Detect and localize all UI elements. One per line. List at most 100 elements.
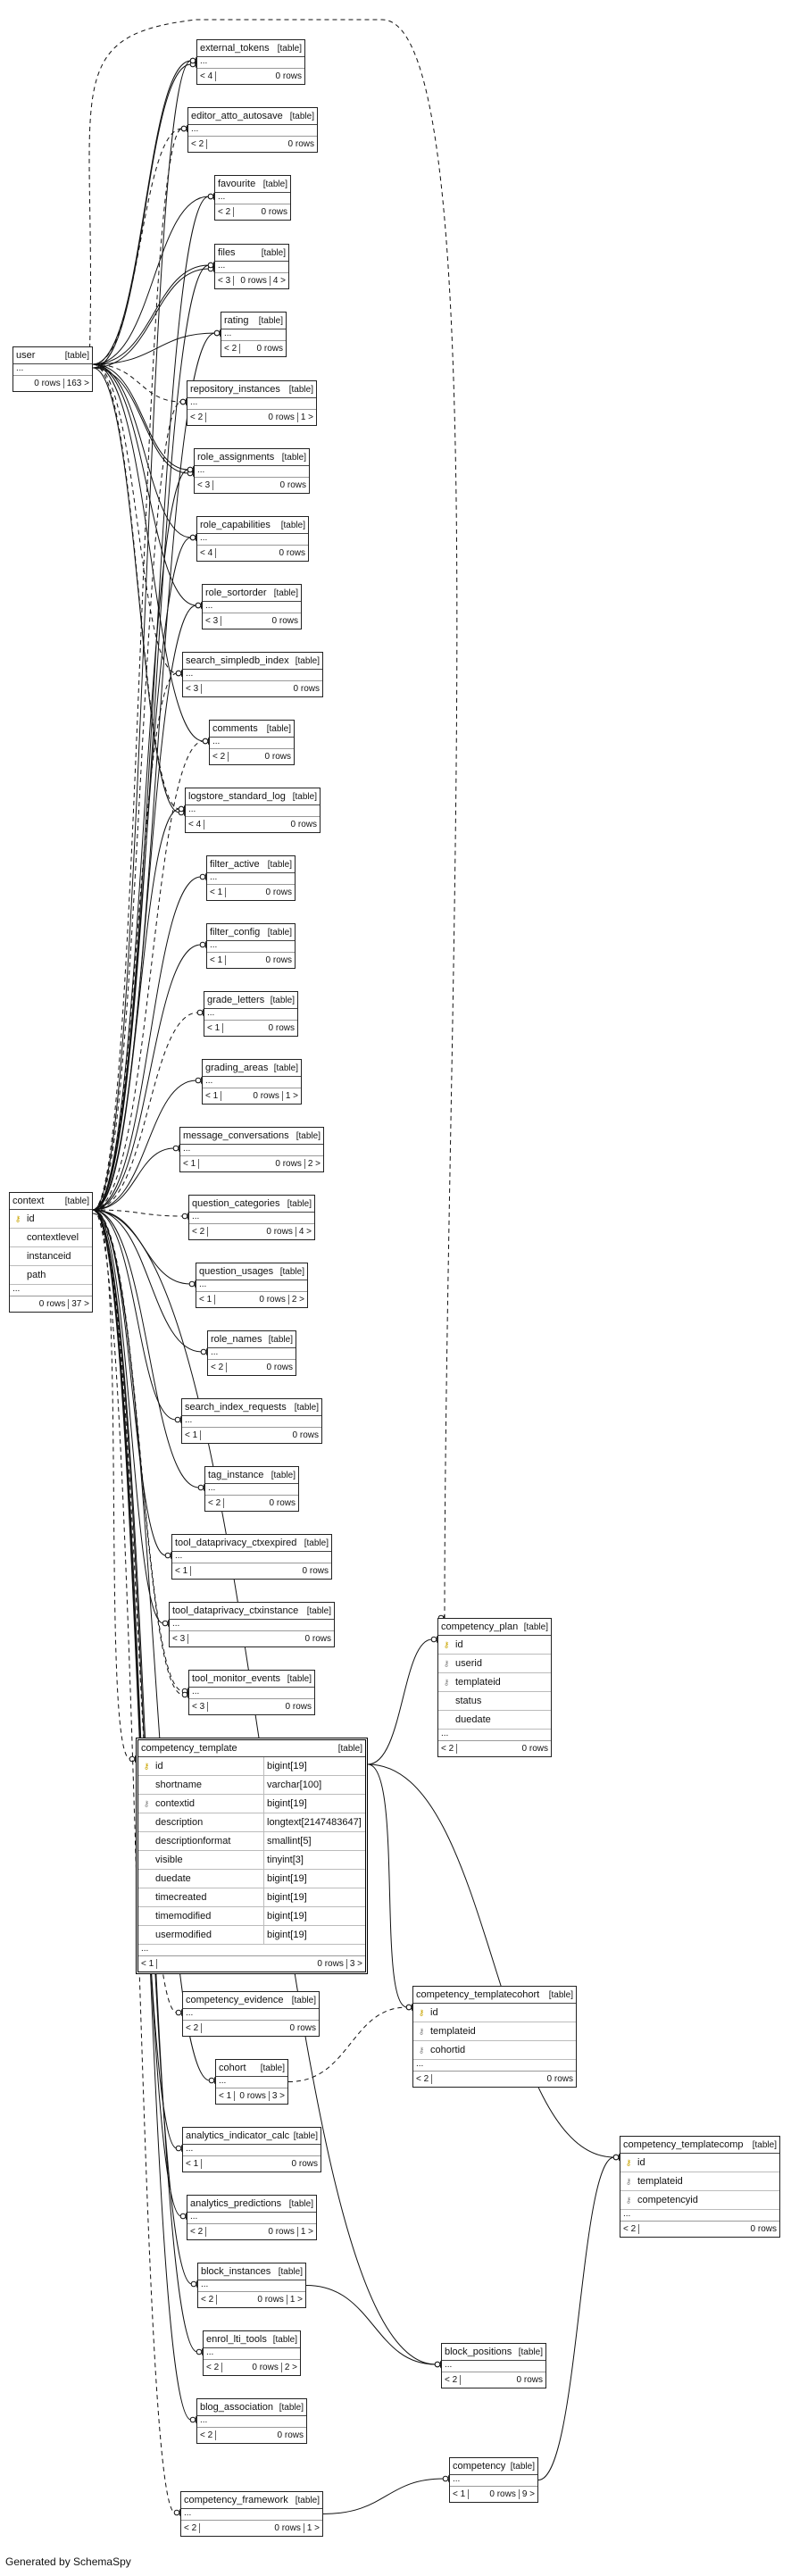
row-count: 0 rows [234, 276, 271, 286]
ellipsis-row: ... [204, 2348, 300, 2360]
table-header: cohort[table] [216, 2060, 287, 2077]
column-row: contextlevel [10, 1229, 92, 1247]
table-competency-plan[interactable]: competency_plan[table]⚷id⚷userid⚷templat… [437, 1618, 552, 1757]
table-kind: [table] [271, 1470, 296, 1480]
table-name: editor_atto_autosave [191, 111, 283, 121]
table-tool-dataprivacy-ctxexpired[interactable]: tool_dataprivacy_ctxexpired[table]...< 1… [171, 1534, 332, 1580]
table-kind: [table] [291, 1995, 316, 2005]
children-count: 1 > [300, 413, 313, 422]
table-tool-dataprivacy-ctxinstance[interactable]: tool_dataprivacy_ctxinstance[table]...< … [169, 1602, 335, 1647]
row-count: 0 rows [208, 1227, 296, 1237]
relationship-context-to-role-names [92, 1209, 203, 1353]
row-count: 0 rows [264, 752, 291, 762]
table-header: competency_plan[table] [438, 1619, 551, 1636]
optional-cardinality-marker [207, 262, 214, 269]
relationship-context-to-tool-dataprivacy-ctxinstance [92, 1209, 164, 1624]
column-row: path [10, 1266, 92, 1285]
table-name: competency_framework [184, 2495, 288, 2505]
relationship-competency-template-to-competency-templatecomp [367, 1763, 615, 2158]
column-name: shortname [155, 1780, 202, 1790]
ellipsis-row: ... [10, 1285, 92, 1296]
optional-cardinality-marker [174, 1416, 181, 1423]
table-header: enrol_lti_tools[table] [204, 2331, 300, 2348]
primary-key-icon: ⚷ [143, 1762, 150, 1771]
ellipsis-row: ... [205, 1484, 298, 1496]
row-count: 0 rows [279, 480, 306, 490]
optional-cardinality-marker [197, 1484, 204, 1491]
table-name: competency_templatecomp [623, 2139, 744, 2150]
relationship-context-to-tool-dataprivacy-ctxexpired [92, 1209, 167, 1556]
table-header: grading_areas[table] [203, 1060, 301, 1077]
row-count: 0 rows [221, 1091, 283, 1101]
table-competency-templatecohort[interactable]: competency_templatecohort[table]⚷id⚷temp… [412, 1986, 577, 2088]
primary-key-icon: ⚷ [14, 1214, 21, 1223]
table-header: filter_active[table] [207, 856, 295, 873]
column-name: templateid [430, 2026, 476, 2037]
table-name: search_simpledb_index [186, 655, 289, 666]
parents-count: < 1 [204, 1023, 224, 1033]
optional-cardinality-marker [190, 2280, 197, 2288]
optional-cardinality-marker [202, 738, 209, 745]
column-name: id [27, 1213, 35, 1224]
table-header: user[table] [13, 347, 92, 364]
relationship-context-to-logstore-standard-log [92, 808, 180, 1211]
table-kind: [table] [279, 2402, 304, 2413]
row-count: 0 rows [268, 1023, 295, 1033]
optional-cardinality-marker [175, 670, 182, 677]
optional-cardinality-marker [189, 61, 196, 68]
ellipsis-row: ... [197, 2416, 306, 2428]
table-competency-templatecomp[interactable]: competency_templatecomp[table]⚷id⚷templa… [620, 2136, 780, 2238]
table-header: competency_templatecohort[table] [413, 1987, 576, 2004]
column-name: id [455, 1639, 463, 1650]
children-count: 9 > [521, 2489, 535, 2499]
column-name: userid [455, 1658, 482, 1669]
ellipsis-row: ... [215, 193, 290, 204]
row-count: 0 rows [289, 2023, 316, 2033]
optional-cardinality-marker [180, 125, 187, 132]
